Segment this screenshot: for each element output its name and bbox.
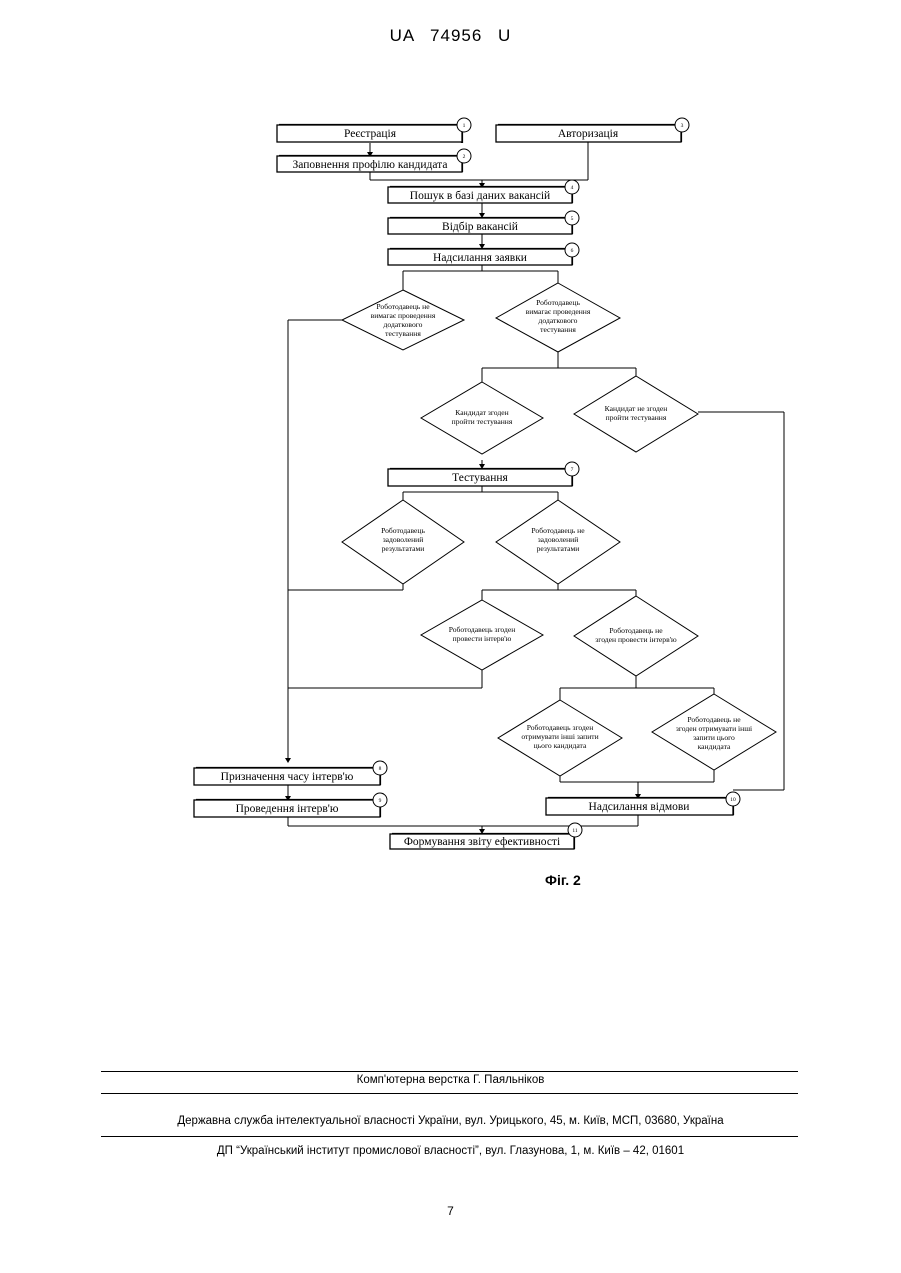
svg-text:додаткового: додаткового <box>539 316 578 325</box>
decision-candidate-disagrees-testing: Кандидат не згоден пройти тестування <box>574 376 698 452</box>
box-schedule-interview-label: Призначення часу інтерв'ю <box>221 771 354 783</box>
box-selection-label: Відбір вакансій <box>442 221 518 233</box>
decision-employer-agrees-interview: Роботодавець згоден провести інтерв'ю <box>421 600 543 670</box>
svg-text:Роботодавець не: Роботодавець не <box>531 526 585 535</box>
step-number-1: 1 <box>457 118 471 132</box>
box-profile: Заповнення профілю кандидата <box>277 156 462 172</box>
box-profile-label: Заповнення профілю кандидата <box>293 159 448 171</box>
box-application: Надсилання заявки <box>388 249 572 265</box>
box-registration-label: Реєстрація <box>344 128 397 140</box>
flowchart: Реєстрація Авторизація Заповнення профіл… <box>0 0 901 900</box>
box-schedule-interview: Призначення часу інтерв'ю <box>194 768 380 785</box>
box-search-label: Пошук в базі даних вакансій <box>410 190 550 202</box>
box-search: Пошук в базі даних вакансій <box>388 187 572 203</box>
decision-candidate-agrees-testing: Кандидат згоден пройти тестування <box>421 382 543 454</box>
svg-text:Роботодавець не: Роботодавець не <box>376 302 430 311</box>
footer-rule-3 <box>101 1136 798 1137</box>
svg-text:7: 7 <box>571 467 574 473</box>
step-number-4: 4 <box>565 180 579 194</box>
svg-text:пройти тестування: пройти тестування <box>452 417 513 426</box>
svg-text:згоден провести інтерв'ю: згоден провести інтерв'ю <box>595 635 677 644</box>
decision-requires-extra-testing: Роботодавець вимагає проведення додатков… <box>496 283 620 352</box>
step-number-2: 2 <box>457 149 471 163</box>
step-number-9: 9 <box>373 793 387 807</box>
svg-text:тестування: тестування <box>540 325 576 334</box>
svg-text:1: 1 <box>463 123 466 129</box>
svg-text:кандидата: кандидата <box>698 742 731 751</box>
decision-no-extra-testing: Роботодавець не вимагає проведення додат… <box>342 290 464 350</box>
svg-text:Роботодавець: Роботодавець <box>536 298 580 307</box>
svg-text:8: 8 <box>379 766 382 772</box>
decision-employer-disagrees-other-requests: Роботодавець не згоден отримувати інші з… <box>652 694 776 770</box>
footer-institute: ДП “Український інститут промислової вла… <box>0 1145 901 1157</box>
decision-employer-satisfied: Роботодавець задоволений результатами <box>342 500 464 584</box>
box-report: Формування звіту ефективності <box>390 834 574 849</box>
box-authorization-label: Авторизація <box>558 128 619 140</box>
svg-text:вимагає проведення: вимагає проведення <box>371 311 436 320</box>
svg-text:отримувати інші запити: отримувати інші запити <box>521 732 598 741</box>
svg-text:результатами: результатами <box>382 544 425 553</box>
step-number-8: 8 <box>373 761 387 775</box>
box-authorization: Авторизація <box>496 125 681 142</box>
step-number-5: 5 <box>565 211 579 225</box>
decision-employer-disagrees-interview: Роботодавець не згоден провести інтерв'ю <box>574 596 698 676</box>
box-conduct-interview-label: Проведення інтерв'ю <box>236 803 339 815</box>
svg-text:5: 5 <box>571 216 574 222</box>
svg-text:пройти тестування: пройти тестування <box>606 413 667 422</box>
box-testing-label: Тестування <box>452 472 508 484</box>
svg-text:6: 6 <box>571 248 574 254</box>
svg-text:цього кандидата: цього кандидата <box>534 741 587 750</box>
box-testing: Тестування <box>388 469 572 486</box>
footer-rule-1 <box>101 1071 798 1072</box>
box-rejection-label: Надсилання відмови <box>589 801 690 813</box>
step-number-10: 10 <box>726 792 740 806</box>
svg-text:Роботодавець не: Роботодавець не <box>609 626 663 635</box>
svg-text:Роботодавець не: Роботодавець не <box>687 715 741 724</box>
svg-text:Кандидат не згоден: Кандидат не згоден <box>605 404 668 413</box>
svg-text:9: 9 <box>379 798 382 804</box>
step-number-11: 11 <box>568 823 582 837</box>
decision-employer-not-satisfied: Роботодавець не задоволений результатами <box>496 500 620 584</box>
svg-text:провести інтерв'ю: провести інтерв'ю <box>453 634 512 643</box>
svg-text:Кандидат згоден: Кандидат згоден <box>455 408 508 417</box>
box-registration: Реєстрація <box>277 125 462 143</box>
svg-text:задоволений: задоволений <box>538 535 579 544</box>
figure-caption: Фіг. 2 <box>545 872 581 888</box>
svg-text:4: 4 <box>571 185 574 191</box>
box-selection: Відбір вакансій <box>388 218 572 234</box>
svg-text:вимагає проведення: вимагає проведення <box>526 307 591 316</box>
step-number-6: 6 <box>565 243 579 257</box>
box-conduct-interview: Проведення інтерв'ю <box>194 800 380 817</box>
svg-text:10: 10 <box>730 797 736 803</box>
svg-text:2: 2 <box>463 154 466 160</box>
svg-text:задоволений: задоволений <box>383 535 424 544</box>
svg-text:згоден отримувати інші: згоден отримувати інші <box>676 724 752 733</box>
footer-layout-credit: Комп'ютерна верстка Г. Паяльніков <box>0 1074 901 1086</box>
svg-text:запити цього: запити цього <box>693 733 735 742</box>
box-rejection: Надсилання відмови <box>546 798 733 815</box>
page-number: 7 <box>0 1204 901 1218</box>
svg-text:результатами: результатами <box>537 544 580 553</box>
footer-agency: Державна служба інтелектуальної власност… <box>0 1115 901 1127</box>
step-number-7: 7 <box>565 462 579 476</box>
svg-text:11: 11 <box>572 828 578 834</box>
svg-text:тестування: тестування <box>385 329 421 338</box>
svg-text:Роботодавець згоден: Роботодавець згоден <box>527 723 594 732</box>
svg-text:Роботодавець: Роботодавець <box>381 526 425 535</box>
svg-text:Роботодавець згоден: Роботодавець згоден <box>449 625 516 634</box>
box-application-label: Надсилання заявки <box>433 252 527 264</box>
box-report-label: Формування звіту ефективності <box>404 836 560 848</box>
footer-rule-2 <box>101 1093 798 1094</box>
decision-employer-agrees-other-requests: Роботодавець згоден отримувати інші запи… <box>498 700 622 776</box>
svg-text:додаткового: додаткового <box>384 320 423 329</box>
step-number-3: 3 <box>675 118 689 132</box>
svg-text:3: 3 <box>681 123 684 129</box>
